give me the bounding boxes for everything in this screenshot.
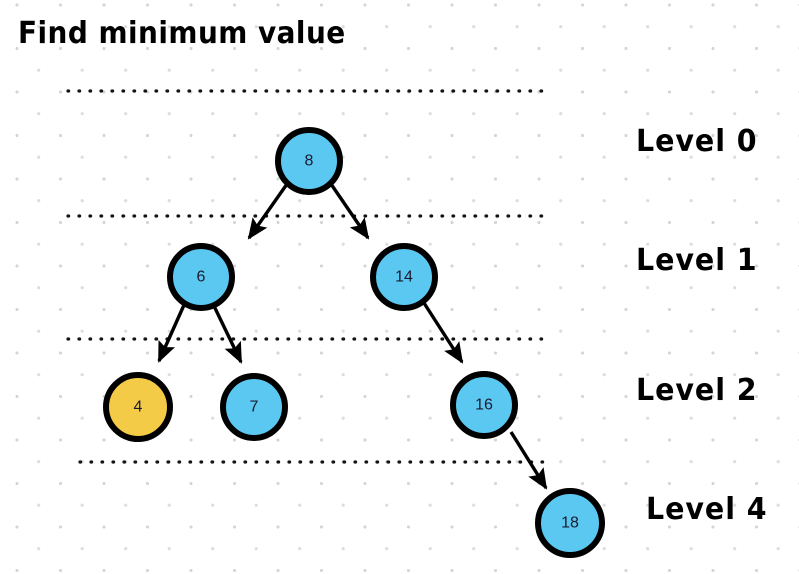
node-circle[interactable]: [535, 488, 605, 558]
edge-6-to-4: [157, 304, 186, 363]
node-circle[interactable]: [103, 372, 173, 442]
node-14[interactable]: 14: [370, 243, 438, 311]
page-title: Find minimum value: [18, 16, 346, 51]
level-dividers: [66, 89, 547, 464]
node-8[interactable]: 8: [275, 127, 343, 195]
node-6[interactable]: 6: [167, 243, 235, 311]
node-circle[interactable]: [275, 127, 343, 195]
node-7[interactable]: 7: [220, 373, 288, 441]
node-circle[interactable]: [220, 373, 288, 441]
node-label: 18: [561, 515, 579, 532]
node-label: 14: [395, 269, 413, 286]
node-label: 6: [197, 269, 206, 286]
node-18[interactable]: 18: [535, 488, 605, 558]
tree-edges: [157, 183, 548, 490]
node-label: 16: [475, 397, 493, 414]
node-4-minimum-highlighted[interactable]: 4: [103, 372, 173, 442]
level-label-1: Level 1: [636, 243, 758, 278]
level-label-0: Level 0: [636, 124, 758, 159]
edge-8-to-14: [329, 183, 370, 240]
node-circle[interactable]: [167, 243, 235, 311]
node-circle[interactable]: [370, 243, 438, 311]
edge-16-to-18: [509, 431, 548, 490]
level-label-2: Level 2: [636, 373, 758, 408]
edge-8-to-6: [247, 183, 289, 240]
edge-6-to-7: [212, 305, 243, 364]
tree-nodes: 8 6 14 4 7 16: [103, 127, 605, 558]
node-label: 7: [250, 399, 259, 416]
node-label: 4: [134, 399, 143, 416]
node-label: 8: [305, 153, 314, 170]
edge-14-to-16: [422, 302, 464, 364]
level-label-4: Level 4: [646, 492, 768, 527]
node-16[interactable]: 16: [450, 371, 518, 439]
node-circle[interactable]: [450, 371, 518, 439]
